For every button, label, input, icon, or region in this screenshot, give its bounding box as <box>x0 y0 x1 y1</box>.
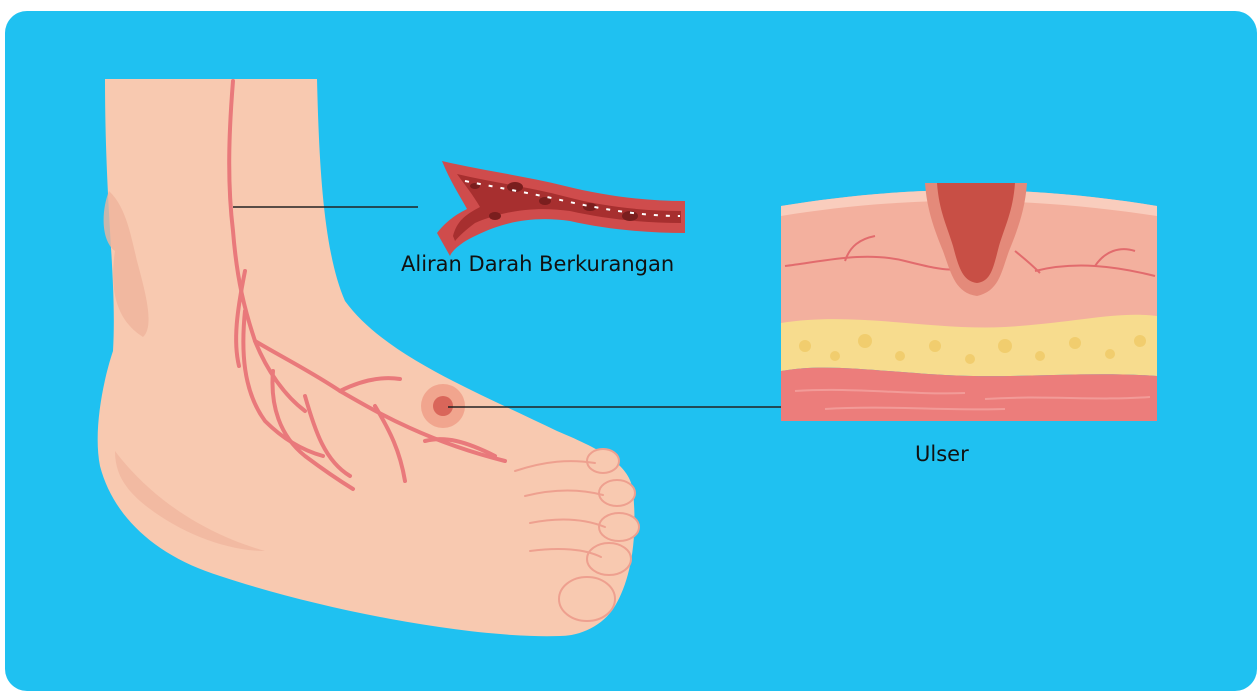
toe-2 <box>599 480 635 506</box>
skin-cross-section <box>781 183 1157 421</box>
ulcer-label: Ulser <box>915 442 969 466</box>
toe-5 <box>559 577 615 621</box>
blood-flow-label: Aliran Darah Berkurangan <box>401 252 674 276</box>
illustration-panel <box>5 11 1257 691</box>
toe-4 <box>587 543 631 575</box>
toe-1 <box>587 449 619 473</box>
foot-diagram <box>5 11 1257 691</box>
foot-ulcer-inner <box>433 396 453 416</box>
